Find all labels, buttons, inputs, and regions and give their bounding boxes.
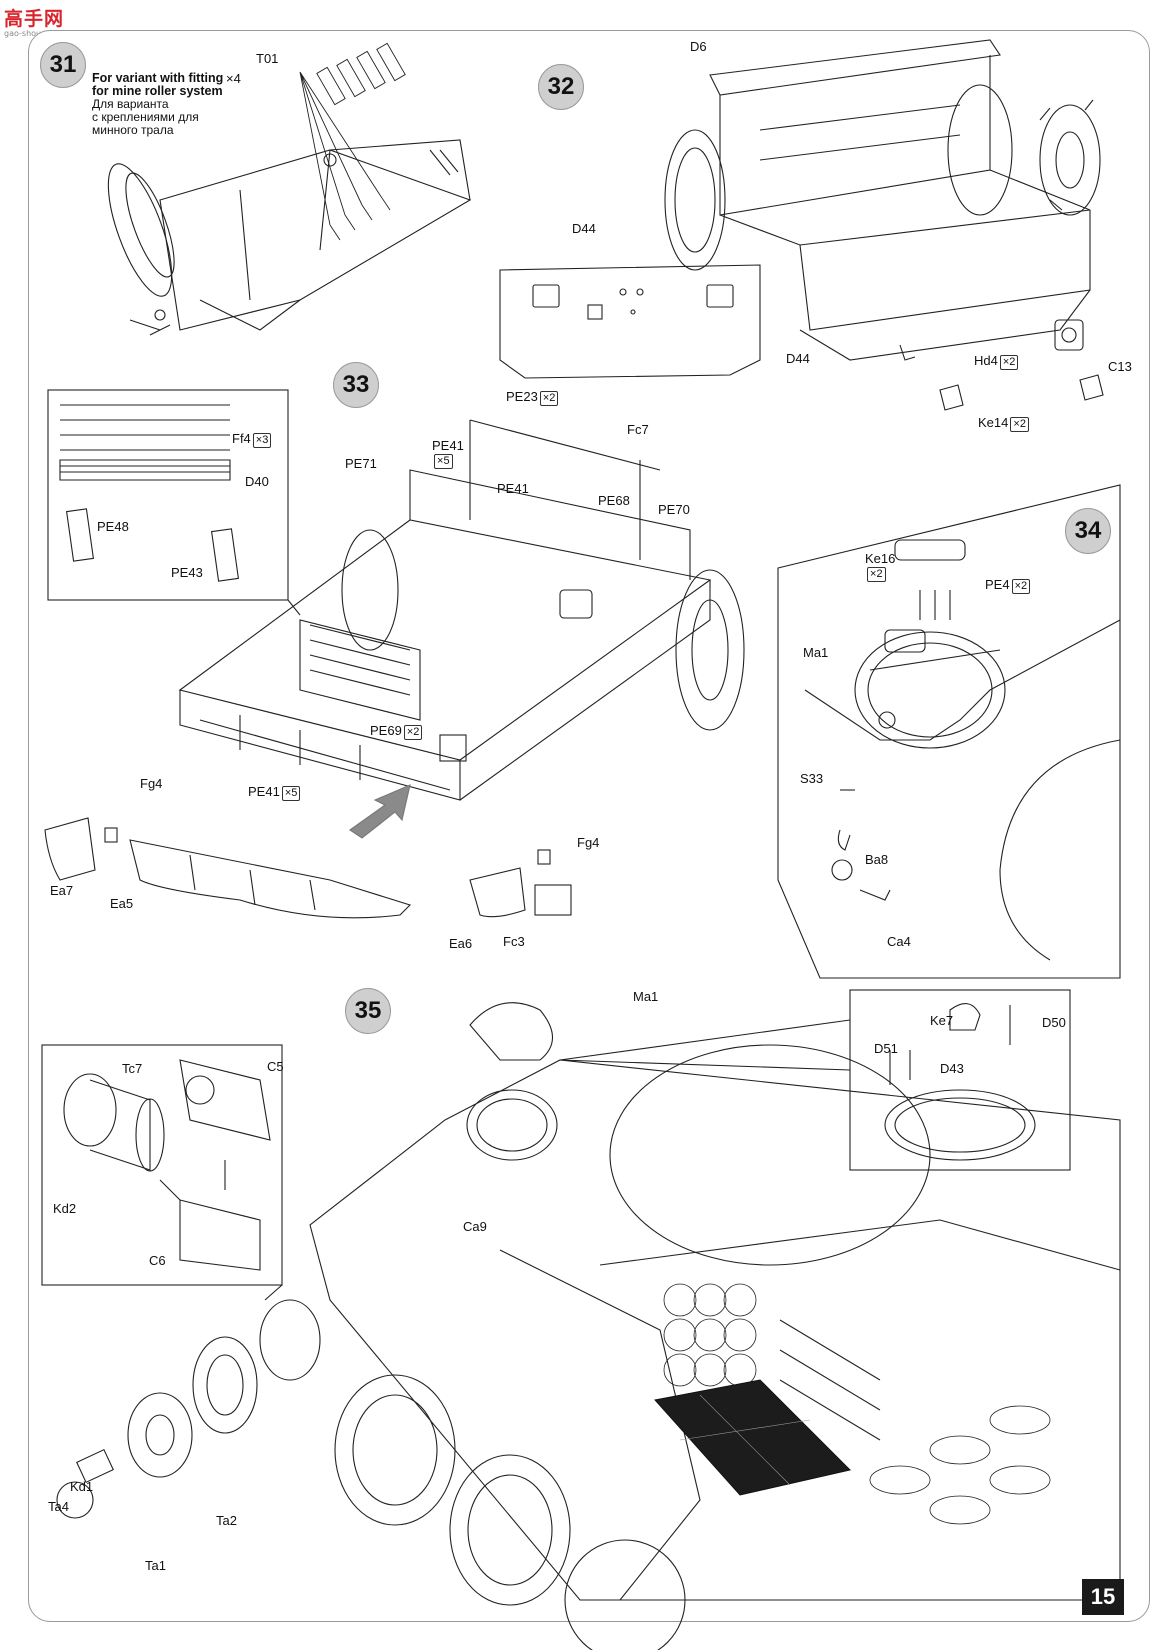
part-label-ea5: Ea5 [110,896,134,911]
part-label-pe48: PE48 [97,519,129,534]
part-label-ca4: Ca4 [887,934,911,949]
page-number: 15 [1082,1579,1124,1615]
part-label-d44-hull: D44 [786,351,810,366]
step-34-badge: 34 [1065,508,1111,554]
note-en-line1: For variant with fitting [92,71,224,85]
part-label-ea6: Ea6 [449,936,473,951]
part-label-pe68: PE68 [598,493,630,508]
part-label-ma1-deck: Ma1 [633,989,659,1004]
part-label-pe4: PE4×2 [985,578,1031,594]
part-label-c6: C6 [149,1253,166,1268]
page-frame [28,30,1150,1622]
part-label-d50: D50 [1042,1015,1066,1030]
part-label-ea7: Ea7 [50,883,74,898]
part-label-ca9: Ca9 [463,1219,487,1234]
note-ru-line2: с креплениями для [92,110,199,124]
step-31-badge: 31 [40,42,86,88]
part-label-pe41-top: PE41×5 [432,438,464,469]
part-qty-t01: ×4 [226,71,241,86]
part-label-d40: D40 [245,474,269,489]
floor-plate-shape [654,1379,851,1496]
part-label-pe41-bottom: PE41×5 [248,785,301,801]
step31-variant-note: For variant with fitting for mine roller… [92,72,223,137]
part-label-kd2: Kd2 [53,1201,77,1216]
part-label-ba8: Ba8 [865,852,889,867]
note-ru-line3: минного трала [92,123,174,137]
part-label-fg4-right: Fg4 [577,835,600,850]
part-label-t01: T01 [256,51,279,66]
part-label-pe70: PE70 [658,502,690,517]
part-label-kd1: Kd1 [70,1479,94,1494]
watermark-url: gao-shou.com [4,29,61,38]
part-label-d51: D51 [874,1041,898,1056]
part-label-ff4: Ff4×3 [232,432,272,448]
part-label-ke14: Ke14×2 [978,416,1029,432]
part-label-pe71: PE71 [345,456,377,471]
part-label-c5: C5 [267,1059,284,1074]
part-label-d44-plate: D44 [572,221,596,236]
part-label-pe41-mid: PE41 [497,481,529,496]
part-label-fc3: Fc3 [503,934,525,949]
step-32-badge: 32 [538,64,584,110]
part-label-ke16: Ke16×2 [865,551,896,582]
note-ru-line1: Для варианта [92,97,169,111]
part-label-ta4: Ta4 [48,1499,69,1514]
step-35-badge: 35 [345,988,391,1034]
part-label-pe69: PE69×2 [370,724,423,740]
part-label-fg4-left: Fg4 [140,776,163,791]
part-label-tc7: Tc7 [122,1061,143,1076]
part-label-s33: S33 [800,771,824,786]
step-33-badge: 33 [333,362,379,408]
part-label-c13: C13 [1108,359,1132,374]
part-label-ta2: Ta2 [216,1513,237,1528]
watermark-site: 高手网 [4,8,65,30]
part-label-fc7: Fc7 [627,422,649,437]
part-label-hd4: Hd4×2 [974,354,1019,370]
part-label-ke7: Ke7 [930,1013,954,1028]
step34-drawing [777,484,1121,979]
step35-drawing [41,989,1121,1650]
watermark-logo: 高手网 gao-shou.com [4,4,64,38]
part-label-d43: D43 [940,1061,964,1076]
part-label-pe43: PE43 [171,565,203,580]
part-label-d6: D6 [690,39,707,54]
step31-drawing [107,42,472,336]
part-label-ma1-hatch: Ma1 [803,645,829,660]
part-label-ta1: Ta1 [145,1558,166,1573]
note-en-line2: for mine roller system [92,84,223,98]
part-label-pe23: PE23×2 [506,390,559,406]
step33-drawing [44,389,745,919]
step32-drawing [499,39,1104,411]
